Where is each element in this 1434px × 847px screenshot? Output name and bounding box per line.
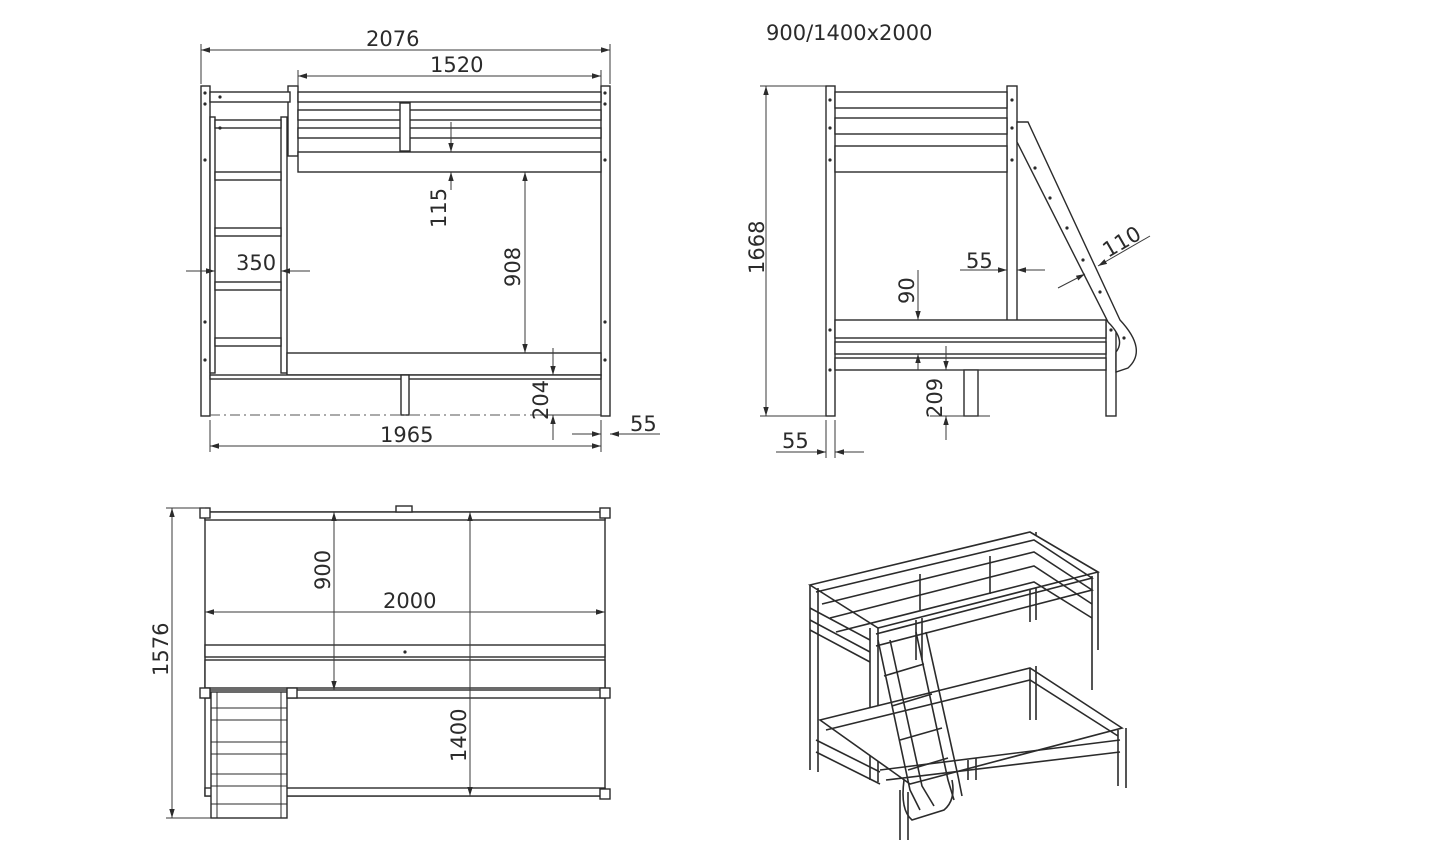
dim-1668: 1668 — [745, 221, 769, 274]
dim-90: 90 — [895, 277, 919, 304]
dim-900: 900 — [311, 550, 335, 590]
ladder-left-rail — [209, 116, 216, 374]
dim-1400: 1400 — [447, 709, 471, 762]
dim-908: 908 — [501, 247, 525, 287]
plan-view: 900 2000 1400 1576 — [149, 505, 611, 819]
dim-1520: 1520 — [430, 53, 483, 77]
dim-2076: 2076 — [366, 27, 419, 51]
upper-guard-post — [287, 85, 299, 157]
dim-1576: 1576 — [149, 623, 173, 676]
left-outer-post — [200, 85, 211, 417]
isometric-view — [807, 531, 1127, 840]
dim-350: 350 — [236, 251, 276, 275]
side-lower-right-post — [1105, 319, 1117, 417]
drawing-title: 900/1400x2000 — [766, 21, 932, 45]
side-upper-right-post — [1006, 85, 1018, 327]
front-view: 2076 1520 115 908 350 204 1965 55 — [186, 27, 660, 452]
side-view: 1668 55 110 90 209 55 — [745, 85, 1151, 458]
dim-55-side-base: 55 — [782, 429, 809, 453]
ladder-right-rail — [280, 116, 288, 374]
side-ladder — [1016, 121, 1137, 373]
plan-ladder — [210, 691, 288, 819]
dim-55-front: 55 — [630, 412, 657, 436]
dim-115: 115 — [427, 188, 451, 228]
dim-2000: 2000 — [383, 589, 436, 613]
side-left-post — [825, 85, 836, 417]
dim-204: 204 — [529, 380, 553, 420]
dim-209: 209 — [923, 378, 947, 418]
right-post — [600, 85, 611, 417]
dim-55-side: 55 — [966, 249, 993, 273]
dim-1965: 1965 — [380, 423, 433, 447]
dim-110: 110 — [1099, 221, 1146, 262]
